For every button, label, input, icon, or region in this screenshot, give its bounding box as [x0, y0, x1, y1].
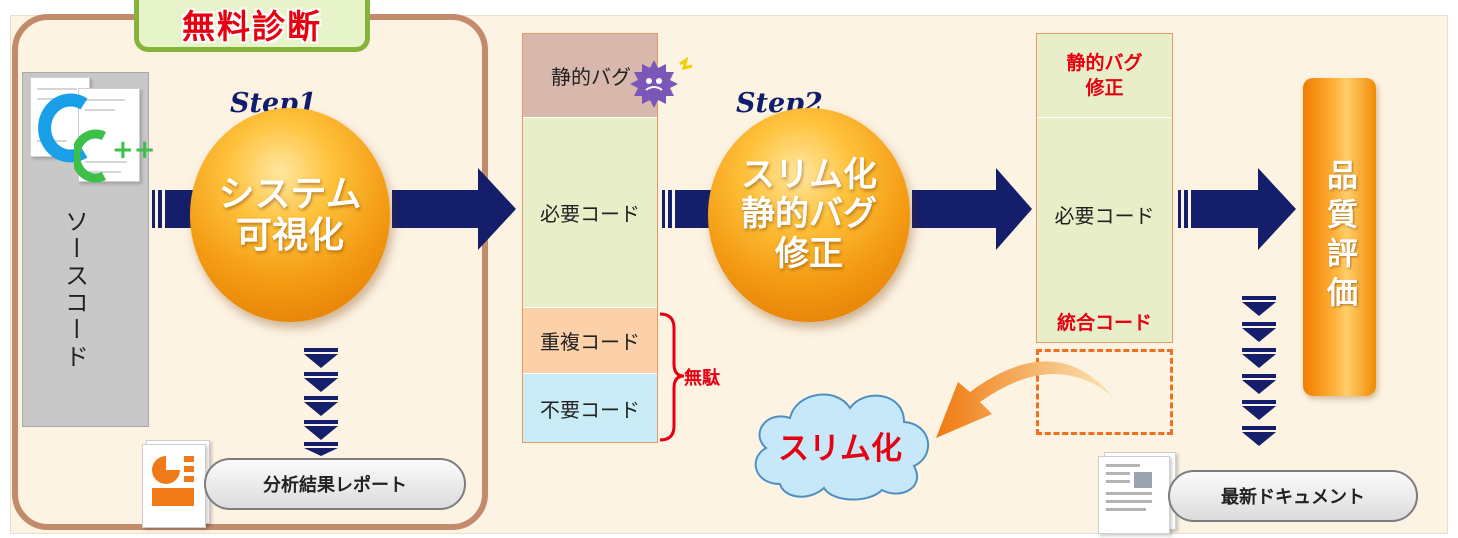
- step1-text-line1: システム: [218, 173, 362, 215]
- code-column-after: 静的バグ 修正 必要コード 統合コード: [1036, 33, 1173, 343]
- step1-ball: システム 可視化: [190, 108, 390, 322]
- down-chevrons-result-icon: [1242, 296, 1276, 446]
- segment-fixed-bug: 静的バグ 修正: [1037, 34, 1172, 118]
- down-chevrons-step1-icon: [304, 348, 338, 456]
- step2-ball: スリム化 静的バグ 修正: [708, 108, 910, 322]
- analysis-report-label: 分析結果レポート: [204, 458, 466, 510]
- quality-evaluation-label: 品質評価: [1321, 159, 1357, 315]
- free-diagnosis-label: 無料診断: [134, 0, 370, 52]
- c-language-icon: [38, 93, 88, 163]
- document-icon: [1106, 464, 1152, 511]
- report-sheet-front: [142, 444, 206, 528]
- virus-bug-icon: [630, 56, 693, 108]
- curved-arrow-icon: [936, 361, 1114, 438]
- slim-cloud-label: スリム化: [778, 430, 902, 467]
- step2-text-line2: 静的バグ: [741, 194, 877, 235]
- segment-merged-code: 統合コード: [1056, 311, 1152, 334]
- removed-code-outline: [1036, 349, 1173, 435]
- segment-static-bug: 静的バグ: [523, 34, 657, 118]
- source-code-label: ソースコード: [60, 209, 89, 371]
- waste-brace-icon: [659, 312, 685, 442]
- arrow-result-to-quality-icon: [1178, 168, 1296, 250]
- arrow-step1-to-code-icon: [392, 168, 516, 250]
- arrow-step2-to-result-icon: [912, 168, 1032, 250]
- step2-text-line3: 修正: [775, 233, 843, 274]
- segment-unneeded-code: 不要コード: [523, 374, 657, 442]
- svg-text:++: ++: [112, 135, 154, 165]
- segment-fixed-bug-line2: 修正: [1085, 76, 1124, 99]
- slim-cloud-icon: [754, 393, 930, 501]
- segment-fixed-bug-line1: 静的バグ: [1066, 51, 1143, 74]
- segment-needed-code-after: 必要コード: [1054, 203, 1155, 228]
- waste-label: 無駄: [684, 368, 720, 389]
- segment-duplicate-code: 重複コード: [523, 308, 657, 374]
- latest-documents-label: 最新ドキュメント: [1168, 470, 1418, 522]
- step2-text-line1: スリム化: [741, 155, 877, 196]
- segment-needed-code: 必要コード: [523, 118, 657, 308]
- cpp-language-icon: ++: [74, 129, 154, 183]
- report-chart-icon: [152, 456, 194, 506]
- code-column-before: 静的バグ 必要コード 重複コード 不要コード: [522, 33, 658, 443]
- quality-evaluation-box: 品質評価: [1303, 78, 1376, 396]
- step1-text-line2: 可視化: [235, 215, 344, 256]
